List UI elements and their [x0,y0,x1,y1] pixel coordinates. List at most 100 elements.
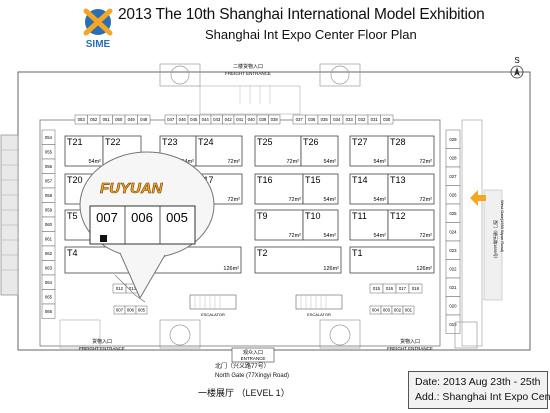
booth-top-037: 037 [292,114,306,125]
svg-text:024: 024 [449,229,457,234]
booth-label: T13 [390,175,406,185]
svg-text:037: 037 [296,117,304,122]
booth-small-001: 001 [402,305,415,315]
top-entrance-zh: 二楼货物入口 [233,63,263,70]
booth-right-025: 025 [445,203,461,223]
svg-text:027: 027 [449,174,457,179]
booth-left-057: 057 [41,173,56,189]
booth-top-046: 046 [176,114,189,125]
bottom-left-stair [159,319,201,349]
booth-t27: T27 54m² [349,135,389,167]
svg-text:033: 033 [346,117,354,122]
svg-text:053: 053 [78,117,86,122]
svg-text:065: 065 [45,294,53,299]
booth-area-label: 72m² [288,197,301,203]
svg-text:038: 038 [271,117,279,122]
booth-right-029: 029 [445,129,461,149]
west-gate-zh: 西门（碧云路1699号） [493,220,499,261]
escalator-right-label: ESCALATOR [307,312,331,317]
booth-right-028: 028 [445,148,461,168]
svg-text:058: 058 [45,193,53,198]
compass-label: S [514,56,519,65]
booth-area-label: 54m² [323,159,336,165]
booth-small-004: 004 [369,305,382,315]
booth-label: T16 [257,175,273,185]
booth-top-030: 030 [380,114,394,125]
svg-text:060: 060 [45,222,53,227]
escalator-left [189,294,237,310]
svg-text:026: 026 [449,192,457,197]
booth-label: T9 [257,211,268,221]
bottom-right-room [454,321,478,349]
bottom-left-entrance-en: FREIGHT ENTRANCE [79,346,125,351]
svg-text:039: 039 [259,117,267,122]
booth-t13: T13 72m² [387,173,435,205]
booth-area-label: 72m² [227,197,240,203]
svg-text:047: 047 [167,117,175,122]
svg-text:018: 018 [412,286,420,291]
svg-text:041: 041 [236,117,244,122]
svg-text:002: 002 [394,308,402,313]
booth-label: T1 [352,248,363,258]
north-gate-en: North Gate (77Xingyi Road) [215,373,290,379]
sime-logo: SIME [76,5,124,51]
booth-bottom-017: 017 [395,283,410,294]
booth-top-053: 053 [74,114,88,125]
svg-text:034: 034 [333,117,341,122]
level-label: 一楼展厅 （LEVEL 1） [198,388,290,398]
svg-text:007: 007 [116,308,124,313]
page-title: 2013 The 10th Shanghai International Mod… [118,6,485,23]
svg-text:051: 051 [103,117,111,122]
west-gate-area [483,189,503,301]
svg-text:066: 066 [45,309,53,314]
svg-text:021: 021 [449,285,457,290]
booth-top-032: 032 [355,114,369,125]
svg-text:050: 050 [115,117,123,122]
booth-label: T27 [352,137,368,147]
booth-area-label: 72m² [419,159,432,165]
svg-text:056: 056 [45,164,53,169]
booth-left-063: 063 [41,260,56,276]
booth-top-038: 038 [268,114,281,125]
svg-text:046: 046 [179,117,187,122]
booth-area-label: 126m² [416,266,432,272]
svg-text:055: 055 [45,149,53,154]
top-right-column [330,65,350,85]
booth-top-049: 049 [124,114,138,125]
booth-top-048: 048 [137,114,151,125]
svg-text:031: 031 [371,117,379,122]
info-address: Add.: Shanghai Int Expo Center [415,391,550,403]
top-left-stair [159,63,201,87]
svg-text:017: 017 [399,286,407,291]
booth-label: T15 [305,175,321,185]
highlight-booth-box [89,205,196,245]
booth-left-056: 056 [41,158,56,174]
booth-label: T5 [67,211,78,221]
svg-text:042: 042 [225,117,233,122]
svg-text:004: 004 [372,308,380,313]
booth-area-label: 54m² [373,159,386,165]
svg-text:035: 035 [321,117,329,122]
svg-text:016: 016 [386,286,394,291]
compass-arrow-icon [514,67,520,76]
svg-text:064: 064 [45,280,53,285]
svg-text:049: 049 [128,117,136,122]
booth-right-020: 020 [445,296,461,316]
booth-top-043: 043 [210,114,223,125]
booth-left-059: 059 [41,202,56,218]
booth-right-027: 027 [445,166,461,186]
west-arrow-icon [470,190,486,206]
booth-area-label: 72m² [419,197,432,203]
booth-bottom-016: 016 [382,283,397,294]
booth-small-005: 005 [135,305,148,315]
main-entrance-zh: 观众入口 [243,350,263,356]
booth-label: T26 [303,137,319,147]
booth-area-label: 54m² [88,159,101,165]
svg-text:063: 063 [45,265,53,270]
floor-plan: 二楼货物入口 FREIGHT ENTRANCE S 西门（碧云路1699号） W… [0,56,531,363]
bottom-left-entrance-zh: 货物入口 [92,338,112,345]
booth-top-052: 052 [87,114,101,125]
